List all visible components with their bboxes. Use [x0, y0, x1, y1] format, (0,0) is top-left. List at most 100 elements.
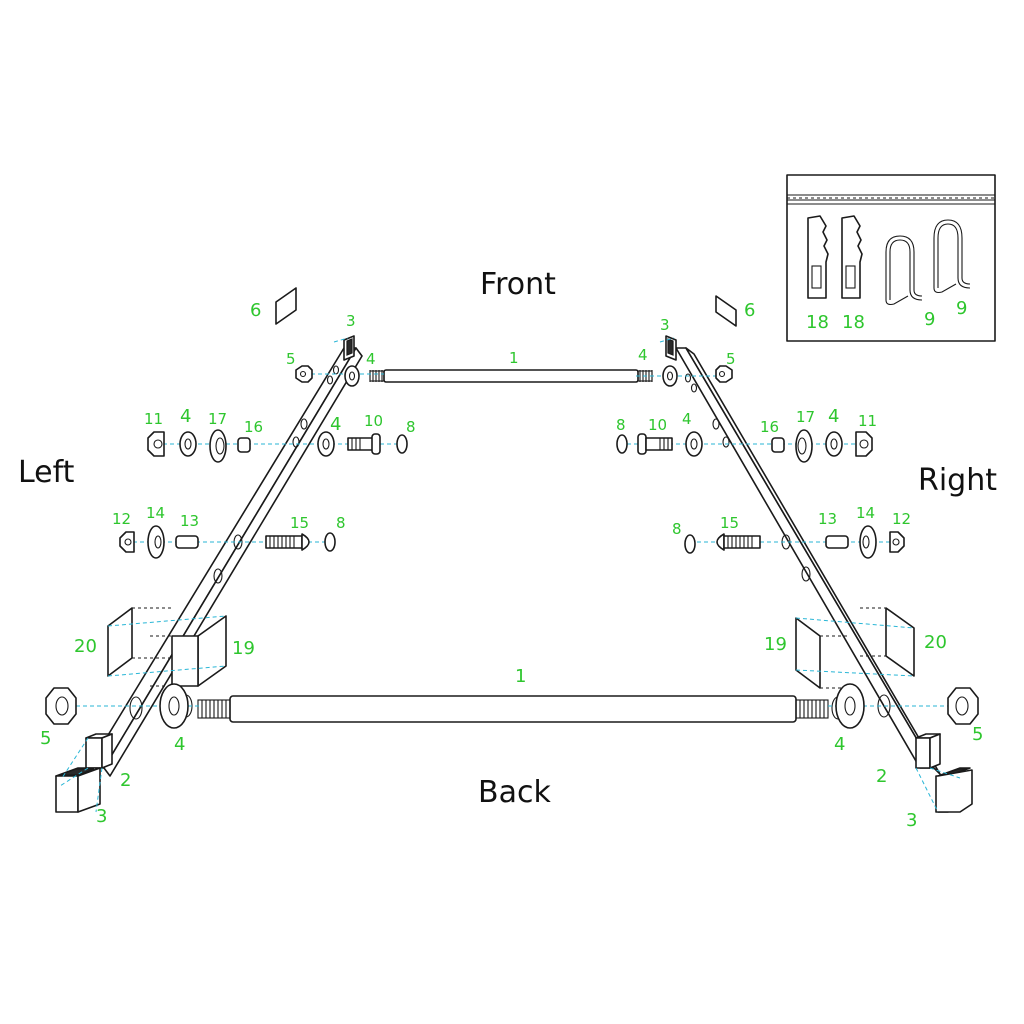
spacer-13-right-icon: [825, 535, 849, 549]
callout-4-left-top: 4: [366, 350, 376, 368]
callout-12-left: 12: [112, 510, 131, 528]
bracket-20-right-icon: [860, 607, 915, 677]
callout-inset-9b: 9: [956, 298, 967, 319]
spacer-13-left-icon: [175, 535, 199, 549]
callout-17-right: 17: [796, 408, 815, 426]
callout-17-left: 17: [208, 410, 227, 428]
callout-4-right-b: 4: [828, 406, 839, 427]
label-back: Back: [478, 775, 551, 810]
callout-13-right: 13: [818, 510, 837, 528]
callout-16-right: 16: [760, 418, 779, 436]
hex-nut-left-top-icon: [295, 365, 313, 383]
pad-right-icon: [715, 295, 737, 327]
washer-4-right-mid-icon: [685, 431, 703, 457]
washer-4-left-mid-icon: [317, 431, 335, 457]
end-cap-right-top-icon: [665, 335, 677, 361]
callout-pad-left: 6: [250, 300, 261, 321]
callout-15-left: 15: [290, 514, 309, 532]
cap-nut-8-right-top-icon: [616, 434, 628, 454]
back-rail: [197, 695, 829, 723]
callout-13-left: 13: [180, 512, 199, 530]
callout-4-right-top: 4: [638, 346, 648, 364]
callout-4-right-bottom: 4: [834, 734, 845, 755]
glide-icon: [807, 215, 829, 299]
callout-2-right: 2: [876, 766, 887, 787]
lock-washer-14-right-icon: [859, 525, 877, 559]
washer-left-top-icon: [344, 365, 360, 387]
callout-5-left-bottom: 5: [40, 728, 51, 749]
carriage-bolt-15-right-icon: [716, 533, 761, 551]
label-front: Front: [480, 267, 556, 302]
acorn-nut-12-left-icon: [119, 531, 135, 553]
flange-washer-17-left-icon: [209, 429, 227, 463]
callout-4-left-bottom: 4: [174, 734, 185, 755]
callout-14-right: 14: [856, 504, 875, 522]
cap-nut-8-left-top-icon: [396, 434, 408, 454]
callout-4-left-b: 4: [330, 414, 341, 435]
flange-washer-17-right-icon: [795, 429, 813, 463]
end-cap-right-bottom-icon: [915, 733, 973, 813]
hex-nut-right-top-icon: [715, 365, 733, 383]
callout-12-right: 12: [892, 510, 911, 528]
callout-pad-right: 6: [744, 300, 755, 321]
callouts: 1 1 3 3 5 4 4 5 11 4 17 16 4 10 8 8 10 4…: [40, 312, 983, 831]
callout-8-left-top: 8: [406, 418, 416, 436]
label-left: Left: [18, 455, 75, 490]
callout-8-right-top: 8: [616, 416, 626, 434]
callout-10-right: 10: [648, 416, 667, 434]
label-right: Right: [918, 463, 997, 498]
callout-1-back: 1: [515, 666, 526, 687]
hardware-bag-inset: 18 18 9 9: [786, 174, 996, 342]
callout-3-left-bottom: 3: [96, 806, 107, 827]
callout-14-left: 14: [146, 504, 165, 522]
callout-3-right-top: 3: [660, 316, 670, 334]
end-cap-left-top-icon: [343, 335, 355, 361]
bracket-19-left-icon: [150, 615, 227, 687]
callout-15-right: 15: [720, 514, 739, 532]
lock-washer-14-left-icon: [147, 525, 165, 559]
callout-4-left-a: 4: [180, 406, 191, 427]
callout-11-left: 11: [144, 410, 163, 428]
callout-20-left: 20: [74, 636, 97, 657]
front-rail: [369, 369, 653, 383]
callout-10-left: 10: [364, 412, 383, 430]
bolt-10-left-icon: [347, 433, 381, 455]
washer-4-left-bottom-icon: [159, 683, 189, 729]
callout-8-left-bottom: 8: [336, 514, 346, 532]
callout-19-right: 19: [764, 634, 787, 655]
nut-11-right-icon: [855, 431, 873, 457]
callout-3-left-top: 3: [346, 312, 356, 330]
callout-16-left: 16: [244, 418, 263, 436]
callout-8-right-bottom: 8: [672, 520, 682, 538]
sleeve-16-left-icon: [237, 437, 251, 453]
callout-2-left: 2: [120, 770, 131, 791]
washer-4-right-bottom-icon: [835, 683, 865, 729]
callout-inset-18a: 18: [806, 312, 829, 333]
callout-11-right: 11: [858, 412, 877, 430]
callout-5-left-top: 5: [286, 350, 296, 368]
washer-4-left-icon: [179, 431, 197, 457]
hook-icon: [933, 219, 971, 294]
callout-20-right: 20: [924, 632, 947, 653]
bolt-10-right-icon: [637, 433, 673, 455]
end-cap-left-bottom-icon: [55, 733, 113, 813]
callout-19-left: 19: [232, 638, 255, 659]
callout-inset-9a: 9: [924, 309, 935, 330]
bracket-20-left-icon: [107, 607, 174, 677]
pad-left-icon: [275, 287, 297, 325]
callout-inset-18b: 18: [842, 312, 865, 333]
right-side-rail: [675, 347, 941, 775]
callout-3-right-bottom: 3: [906, 810, 917, 831]
callout-4-right-a: 4: [682, 410, 692, 428]
nut-11-left-icon: [147, 431, 165, 457]
sleeve-16-right-icon: [771, 437, 785, 453]
callout-5-right-top: 5: [726, 350, 736, 368]
callout-1-front: 1: [509, 349, 519, 367]
hex-nut-5-left-bottom-icon: [45, 687, 77, 725]
hook-icon: [885, 235, 923, 306]
glide-icon: [841, 215, 863, 299]
carriage-bolt-15-left-icon: [265, 533, 310, 551]
callout-5-right-bottom: 5: [972, 724, 983, 745]
cap-nut-8-right-bottom-icon: [684, 534, 696, 554]
